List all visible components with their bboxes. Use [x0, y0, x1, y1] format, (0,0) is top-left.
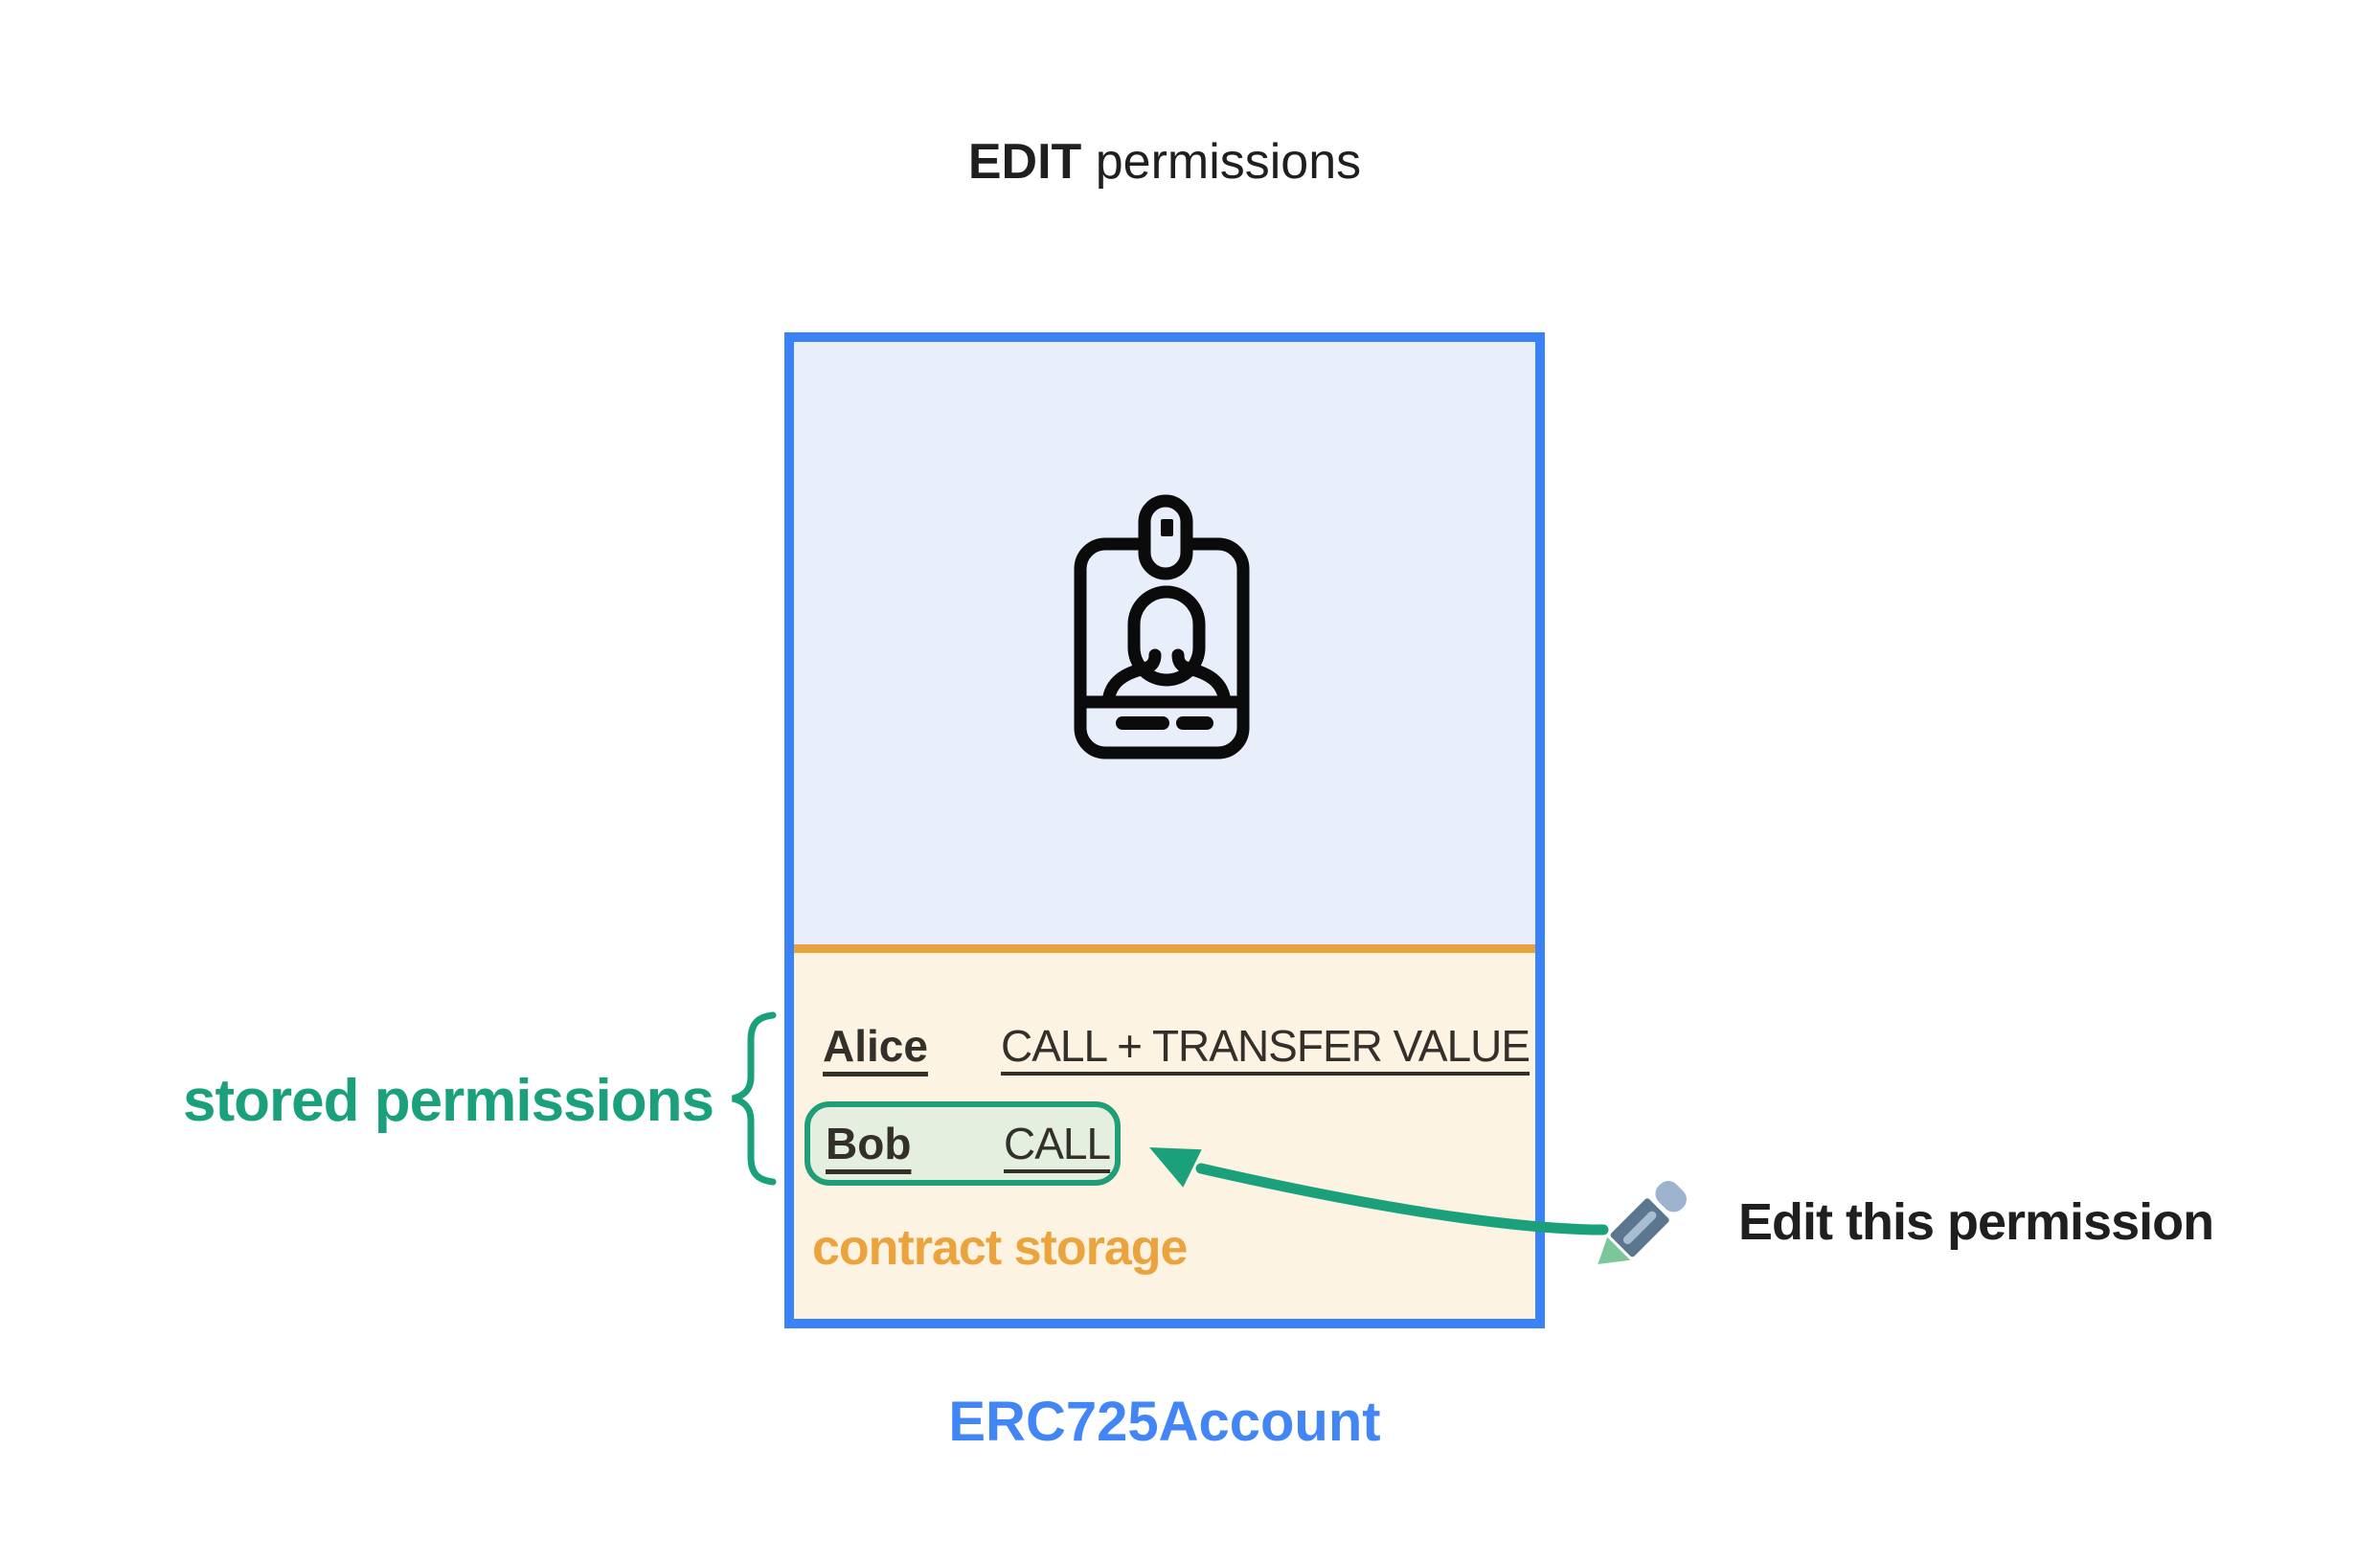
erc725-account-box: contract storage Alice CALL + TRANSFER V…	[784, 332, 1545, 1328]
permission-row-bob-highlight[interactable]: Bob CALL	[805, 1101, 1121, 1186]
curved-arrow	[1149, 1147, 1609, 1235]
permission-holder: Bob	[826, 1119, 912, 1168]
permission-row-bob: Bob CALL	[826, 1119, 1111, 1168]
title-rest: permissions	[1081, 134, 1362, 190]
permission-row-alice: Alice CALL + TRANSFER VALUE	[823, 1024, 1530, 1068]
id-badge-icon	[1074, 494, 1250, 759]
page-title: EDIT permissions	[784, 137, 1545, 187]
edit-permission-label: Edit this permission	[1738, 1193, 2214, 1251]
erc725-account-label: ERC725Account	[948, 1391, 1381, 1453]
permission-holder: Alice	[823, 1021, 928, 1071]
title-emphasis: EDIT	[967, 134, 1082, 190]
storage-divider	[794, 944, 1535, 953]
stored-permissions-label: stored permissions	[183, 1068, 714, 1134]
pencil-icon	[1598, 1181, 1687, 1265]
permission-value: CALL	[1004, 1119, 1111, 1168]
contract-storage-label: contract storage	[812, 1220, 1188, 1276]
permission-value: CALL + TRANSFER VALUE	[1001, 1021, 1530, 1071]
curly-brace-icon	[732, 1011, 777, 1186]
contract-storage-section: contract storage	[794, 342, 1535, 1273]
